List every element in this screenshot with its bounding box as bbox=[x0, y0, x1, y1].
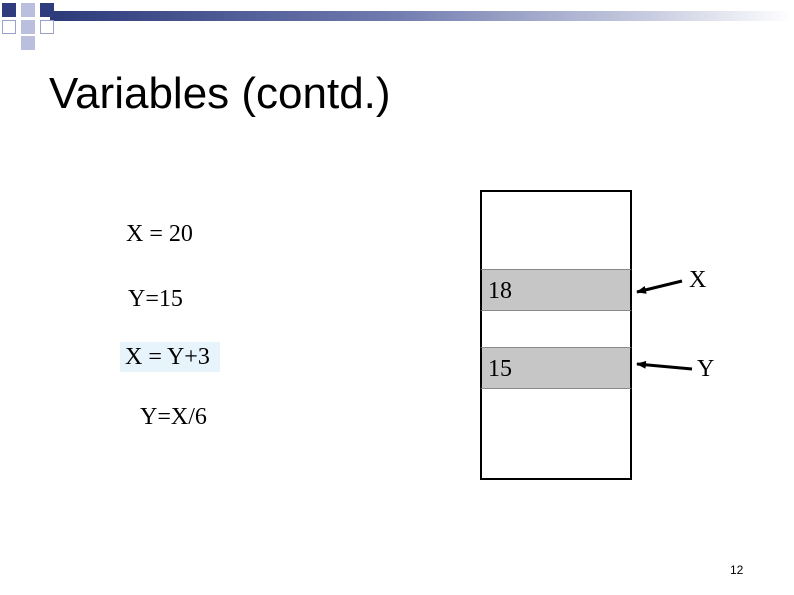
header-square-decoration bbox=[21, 20, 35, 34]
memory-cell-value: 18 bbox=[488, 278, 512, 304]
memory-box bbox=[480, 190, 632, 480]
header-square-decoration bbox=[2, 20, 16, 34]
header-square-decoration bbox=[40, 20, 54, 34]
header-square-decoration bbox=[21, 3, 35, 17]
header-square-decoration bbox=[21, 36, 35, 50]
statement-line: Y=X/6 bbox=[140, 404, 207, 430]
header-square-decoration bbox=[40, 3, 54, 17]
variable-label-x: X bbox=[689, 267, 707, 293]
statement-line-highlighted: X = Y+3 bbox=[120, 342, 220, 372]
memory-cell-value: 15 bbox=[488, 356, 512, 382]
header-gradient-bar bbox=[50, 11, 794, 21]
header-square-decoration bbox=[2, 3, 16, 17]
pointer-arrow-x bbox=[636, 279, 683, 294]
statement-line: X = 20 bbox=[126, 221, 193, 247]
slide-title: Variables (contd.) bbox=[49, 69, 391, 118]
pointer-arrow-y bbox=[636, 360, 693, 371]
memory-cell-y: 15 bbox=[480, 347, 632, 389]
page-number: 12 bbox=[730, 563, 744, 577]
memory-cell-x: 18 bbox=[480, 269, 632, 311]
statement-line: Y=15 bbox=[128, 286, 183, 312]
variable-label-y: Y bbox=[697, 356, 715, 382]
